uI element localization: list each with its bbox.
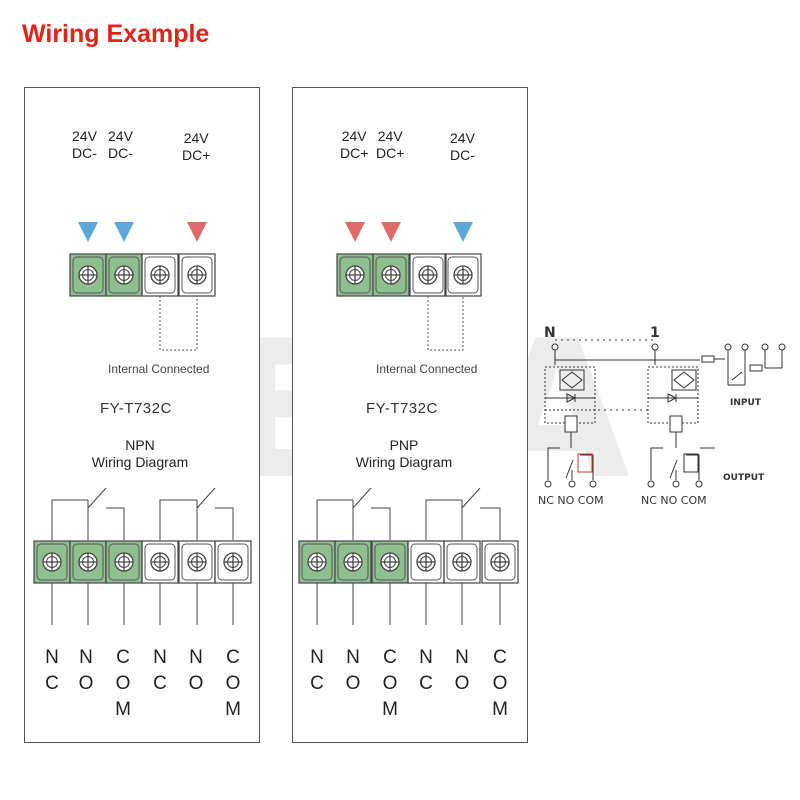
page-title: Wiring Example — [22, 20, 210, 48]
npn-internal-link — [159, 296, 198, 351]
npn-contact-wiring — [51, 487, 234, 540]
pnp-top-terminal-block — [337, 254, 481, 296]
pnp-model-label: FY-T732C — [366, 400, 438, 417]
pnp-panel — [292, 87, 528, 743]
npn-top-terminal-block — [70, 254, 215, 296]
schematic-n-label: N — [544, 325, 556, 341]
schematic-input-label: INPUT — [730, 398, 761, 408]
pnp-internal-link — [427, 296, 464, 351]
relay-schematic — [544, 339, 786, 488]
pnp-internal-connected-label: Internal Connected — [376, 362, 478, 376]
npn-internal-connected-label: Internal Connected — [108, 362, 210, 376]
npn-bottom-terminal-block — [34, 541, 251, 583]
npn-model-label: FY-T732C — [100, 400, 172, 417]
pnp-arrows — [345, 172, 473, 242]
pnp-bottom-terminal-block — [299, 541, 518, 583]
schematic-output-label: OUTPUT — [723, 473, 765, 483]
npn-panel — [24, 87, 260, 743]
pnp-contact-wiring — [316, 487, 501, 540]
pnp-output-leads — [316, 583, 501, 625]
schematic-right-terminals: NC NO COM — [641, 494, 707, 507]
npn-output-leads — [51, 583, 234, 625]
npn-arrows — [78, 172, 207, 242]
schematic-1-label: 1 — [650, 325, 660, 341]
schematic-left-terminals: NC NO COM — [538, 494, 604, 507]
